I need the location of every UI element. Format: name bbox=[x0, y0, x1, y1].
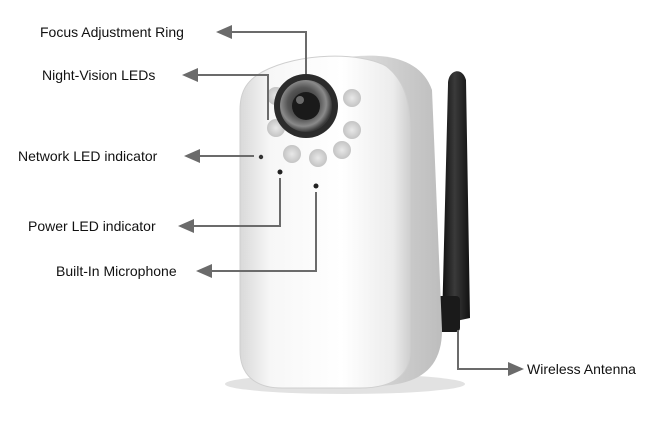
wireless-antenna bbox=[436, 71, 470, 332]
label-built-in-microphone: Built-In Microphone bbox=[56, 263, 177, 279]
arrow-night-vision bbox=[182, 68, 198, 82]
arrow-network-led bbox=[184, 149, 200, 163]
arrow-antenna bbox=[508, 362, 524, 376]
arrow-power-led bbox=[178, 219, 194, 233]
label-wireless-antenna: Wireless Antenna bbox=[527, 361, 636, 377]
network-led-hole bbox=[259, 155, 263, 159]
label-power-led-indicator: Power LED indicator bbox=[28, 218, 156, 234]
label-night-vision-leds: Night-Vision LEDs bbox=[42, 67, 155, 83]
arrow-microphone bbox=[196, 264, 212, 278]
focus-adjustment-ring bbox=[274, 74, 338, 138]
arrow-focus bbox=[216, 25, 232, 39]
label-focus-adjustment-ring: Focus Adjustment Ring bbox=[40, 24, 184, 40]
power-led-hole bbox=[278, 170, 283, 175]
label-network-led-indicator: Network LED indicator bbox=[18, 148, 157, 164]
microphone-hole bbox=[314, 184, 319, 189]
